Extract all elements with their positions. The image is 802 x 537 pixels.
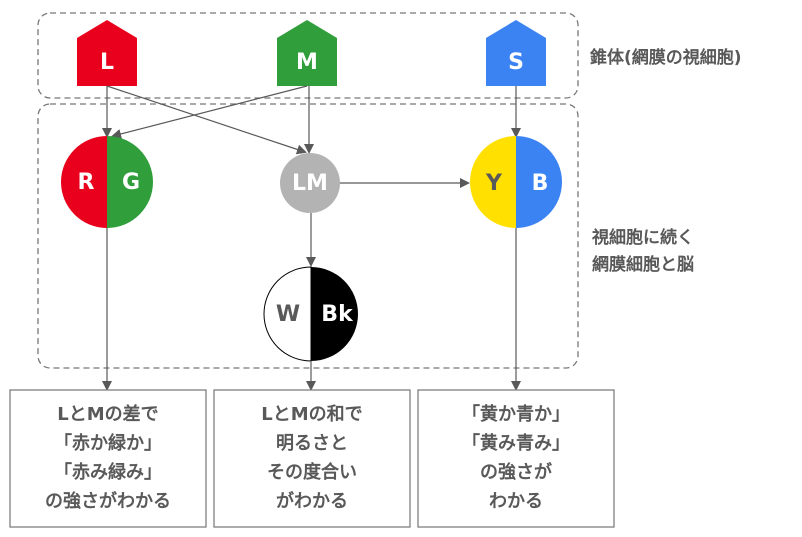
output-box-yb: 「黄か青か」 「黄み青み」 の強さが わかる — [417, 389, 615, 528]
output-box-lum-line3: その度合い — [267, 461, 357, 483]
output-box-rg-line1: LとMの差で — [57, 403, 158, 425]
cone-l: L — [77, 20, 137, 86]
cones-group-label: 錐体(網膜の視細胞) — [590, 47, 742, 68]
wbk-black-half — [311, 267, 358, 361]
output-box-rg: LとMの差で 「赤か緑か」 「赤み緑み」 の強さがわかる — [9, 389, 207, 528]
wbk-white-half — [263, 266, 312, 362]
rg-label-r: R — [78, 170, 95, 195]
output-box-rg-line3: 「赤み緑み」 — [54, 461, 162, 483]
output-box-lum-frame — [213, 389, 411, 528]
output-box-lum-line4: がわかる — [276, 490, 348, 512]
rg-red-half — [61, 136, 107, 228]
cone-l-label: L — [100, 50, 114, 75]
output-box-yb-line2: 「黄み青み」 — [462, 432, 570, 454]
output-box-yb-frame — [417, 389, 615, 528]
channel-yb: Y B — [470, 136, 562, 228]
cone-l-shape — [77, 20, 137, 86]
rg-green-half — [107, 136, 153, 228]
cones-group-box — [37, 12, 579, 99]
output-box-rg-line4: の強さがわかる — [45, 490, 171, 512]
cone-s-label: S — [508, 50, 524, 75]
yb-label-y: Y — [485, 171, 503, 196]
output-box-lum-line1: LとMの和で — [261, 404, 362, 425]
rg-label-g: G — [122, 170, 140, 195]
channel-rg: R G — [61, 136, 153, 228]
output-box-yb-line3: の強さが — [480, 461, 552, 483]
wbk-label-bk: Bk — [321, 302, 354, 327]
channel-wbk: W Bk — [263, 266, 358, 362]
cone-m-label: M — [296, 50, 318, 75]
lm-circle — [280, 153, 340, 213]
lm-label: LM — [292, 171, 328, 196]
post-group-label-line2: 網膜細胞と脳 — [592, 254, 694, 275]
yb-blue-half — [516, 136, 562, 228]
output-box-yb-line1: 「黄か青か」 — [462, 403, 570, 425]
output-box-yb-line4: わかる — [489, 491, 543, 512]
yb-yellow-half — [470, 136, 516, 228]
wbk-label-w: W — [276, 302, 300, 327]
yb-label-b: B — [532, 171, 549, 196]
cone-s-shape — [486, 20, 546, 86]
cone-m-shape — [277, 20, 337, 86]
output-box-lum: LとMの和で 明るさと その度合い がわかる — [213, 389, 411, 528]
channel-lm: LM — [280, 153, 340, 213]
output-box-lum-line2: 明るさと — [276, 433, 348, 454]
cone-s: S — [486, 20, 546, 86]
output-box-rg-line2: 「赤か緑か」 — [54, 432, 162, 454]
cone-m: M — [277, 20, 337, 86]
arrow-l-to-lm — [106, 85, 307, 155]
output-box-rg-frame — [9, 389, 207, 528]
arrow-m-to-rg — [111, 85, 308, 139]
post-receptor-group-box — [37, 103, 579, 369]
post-group-label-line1: 視細胞に続く — [591, 227, 694, 248]
